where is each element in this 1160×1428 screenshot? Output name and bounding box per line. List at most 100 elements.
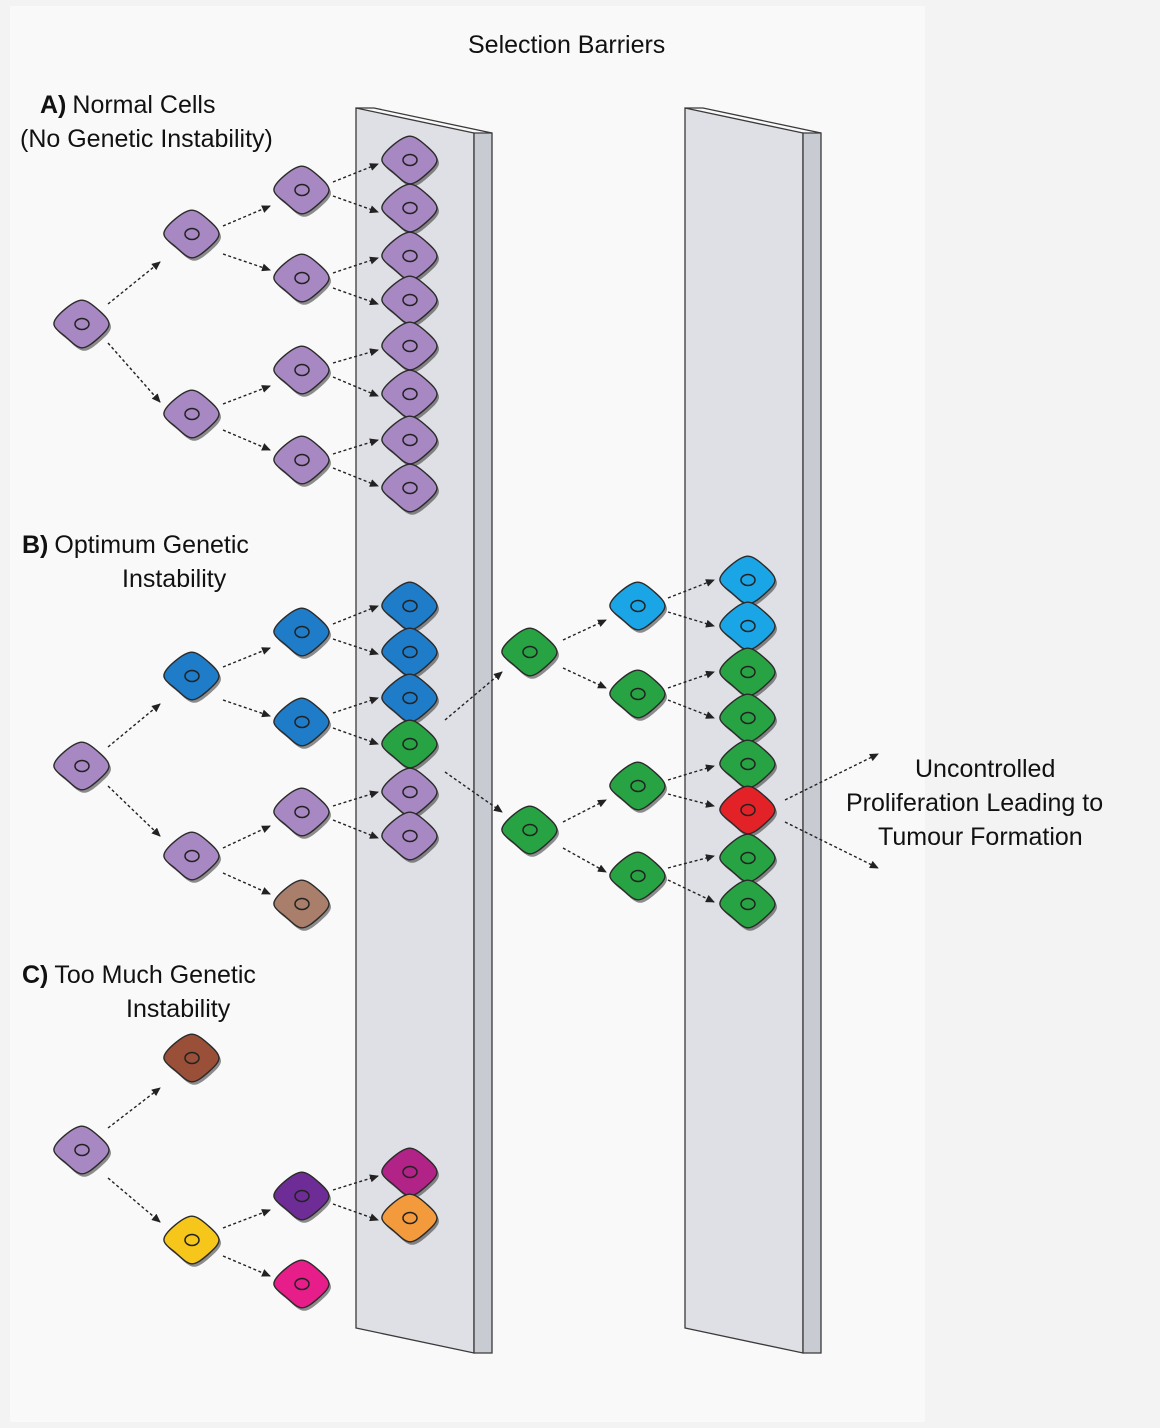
arrow-icon: [784, 821, 879, 869]
cell-icon: [381, 581, 439, 633]
cell-icon: [273, 435, 331, 487]
arrow-icon: [667, 879, 715, 903]
cell-icon: [381, 673, 439, 725]
arrow-icon: [332, 727, 379, 746]
cell-icon: [273, 165, 331, 217]
arrow-icon: [444, 771, 503, 813]
arrow-icon: [222, 1209, 271, 1229]
section-b-letter: B): [22, 531, 49, 559]
arrow-icon: [107, 1087, 161, 1129]
cell-icon: [381, 1193, 439, 1245]
cell-icon: [273, 787, 331, 839]
arrow-icon: [332, 819, 379, 839]
cell-icon: [163, 831, 221, 883]
cell-icon: [273, 879, 331, 931]
cell-icon: [53, 299, 111, 351]
section-c-letter: C): [22, 961, 49, 989]
cell-icon: [381, 231, 439, 283]
arrow-icon: [332, 696, 379, 714]
section-a-heading: A)Normal Cells: [40, 88, 215, 122]
diagram-title: Selection Barriers: [468, 31, 666, 59]
cell-icon: [273, 1259, 331, 1311]
arrow-icon: [107, 261, 161, 305]
cell-icon: [273, 607, 331, 659]
arrow-icon: [107, 703, 161, 748]
cell-icon: [719, 555, 777, 607]
arrow-icon: [332, 376, 379, 397]
arrow-icon: [332, 1174, 379, 1191]
arrow-icon: [332, 256, 379, 274]
cell-icon: [381, 627, 439, 679]
arrow-icon: [562, 799, 607, 823]
section-c-line2: Instability: [126, 995, 231, 1023]
arrow-icon: [667, 854, 715, 869]
arrow-icon: [444, 671, 503, 721]
arrow-icon: [222, 429, 271, 451]
arrow-icon: [332, 638, 379, 656]
arrow-icon: [562, 619, 607, 641]
arrow-icon: [667, 764, 715, 781]
arrow-icon: [222, 205, 271, 227]
arrow-icon: [667, 670, 715, 689]
section-c-heading: C)Too Much Genetic: [22, 958, 256, 992]
arrow-icon: [332, 605, 379, 625]
cell-icon: [719, 833, 777, 885]
arrow-icon: [332, 1203, 379, 1222]
cell-icon: [381, 275, 439, 327]
arrow-icon: [667, 579, 715, 599]
cell-icon: [609, 761, 667, 813]
cell-icon: [381, 811, 439, 863]
section-b-line2: Instability: [122, 565, 227, 593]
cell-icon: [609, 669, 667, 721]
arrow-icon: [222, 872, 271, 895]
arrow-icon: [784, 753, 879, 801]
cell-icon: [381, 767, 439, 819]
cell-icon: [273, 697, 331, 749]
outcome-line3: Tumour Formation: [878, 823, 1083, 851]
cell-icon: [381, 415, 439, 467]
cell-icon: [163, 1033, 221, 1085]
outcome-line2: Proliferation Leading to: [846, 789, 1104, 817]
cell-icon: [163, 209, 221, 261]
section-a-line2: (No Genetic Instability): [20, 125, 273, 153]
cell-icon: [381, 1147, 439, 1199]
cell-icon: [609, 851, 667, 903]
section-b-heading: B)Optimum Genetic: [22, 528, 249, 562]
arrow-icon: [332, 163, 379, 183]
arrow-icon: [332, 790, 379, 807]
cell-icon: [609, 581, 667, 633]
cell-icon: [381, 719, 439, 771]
arrow-icon: [107, 1177, 161, 1223]
arrow-icon: [332, 287, 379, 306]
arrow-icon: [332, 195, 379, 214]
arrow-icon: [332, 467, 379, 487]
outcome-line1: Uncontrolled: [915, 755, 1056, 783]
arrow-icon: [667, 611, 715, 628]
cell-icon: [163, 651, 221, 703]
arrow-icon: [332, 438, 379, 455]
arrow-icon: [562, 667, 607, 689]
cell-icon: [273, 253, 331, 305]
cell-icon: [381, 135, 439, 187]
cell-icon: [719, 879, 777, 931]
arrow-icon: [222, 825, 271, 849]
cell-icon: [501, 627, 559, 679]
cell-icon: [501, 805, 559, 857]
section-a-line1: Normal Cells: [72, 91, 216, 119]
arrow-icon: [332, 348, 379, 364]
cell-icon: [381, 369, 439, 421]
arrow-icon: [222, 385, 271, 405]
cell-icon: [273, 345, 331, 397]
cell-icon: [381, 321, 439, 373]
cell-icon: [381, 183, 439, 235]
section-b-line1: Optimum Genetic: [54, 531, 249, 559]
section-c-line1: Too Much Genetic: [54, 961, 256, 989]
cell-icon: [719, 785, 777, 837]
cell-icon: [719, 739, 777, 791]
cell-icon: [719, 693, 777, 745]
arrow-icon: [222, 699, 271, 718]
section-a-letter: A): [40, 91, 67, 119]
arrow-icon: [107, 785, 161, 837]
